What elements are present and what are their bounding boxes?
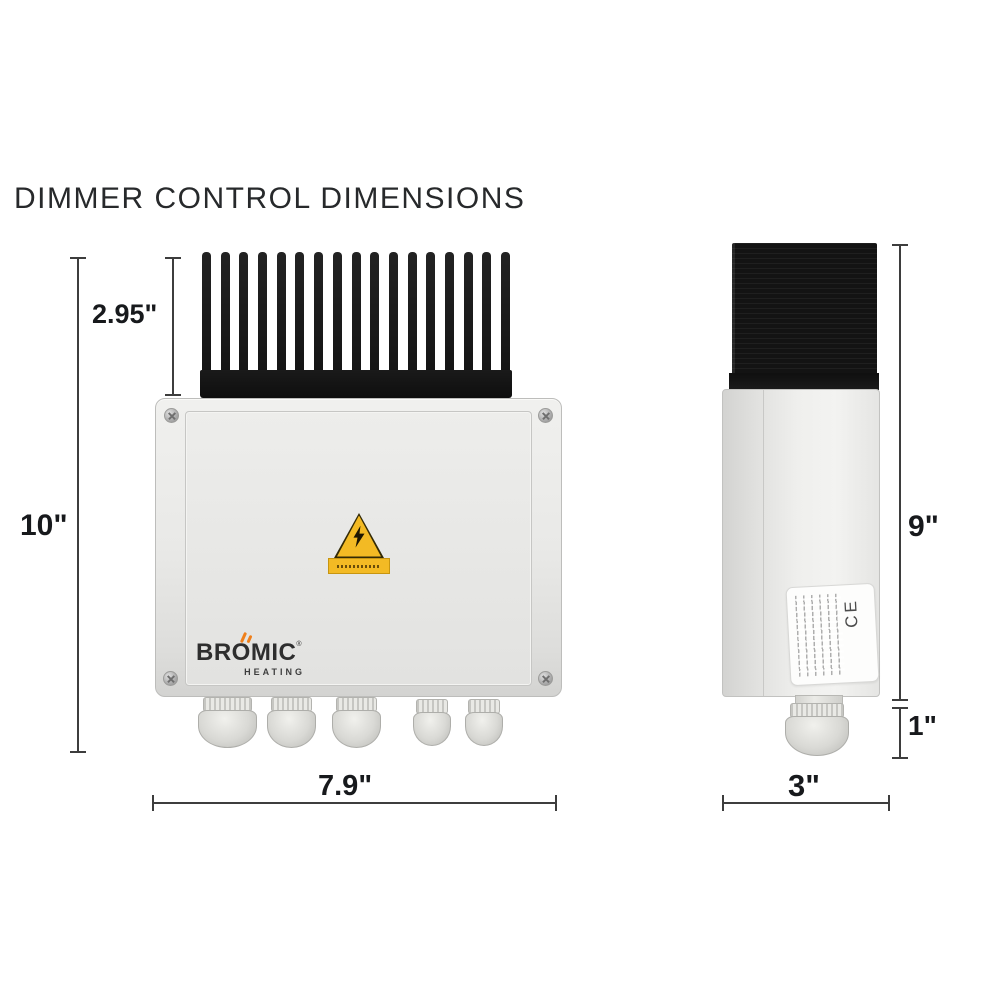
dimension-line-body-height [892,244,908,701]
screw-icon [538,671,553,686]
dimension-label-body-height: 9" [908,510,939,543]
cable-gland [267,697,316,748]
dimension-line-front-width [152,795,557,811]
bromic-logo: BROMIC® HEATING [196,631,311,677]
page-title: DIMMER CONTROL DIMENSIONS [14,182,526,215]
lightning-bolt-icon [353,525,365,548]
screw-icon [163,671,178,686]
heatsink-side-base [729,373,879,390]
dimension-label-gland-height: 1" [908,710,937,741]
warning-triangle-icon [334,513,384,558]
heatsink-fins [202,252,510,374]
cable-gland [785,703,849,756]
heatsink-side [732,243,877,373]
screw-icon [538,408,553,423]
dimension-line-total-height [70,257,86,753]
screw-icon [164,408,179,423]
dimension-label-front-width: 7.9" [318,770,373,802]
cable-gland [413,699,451,746]
dimension-label-heatsink-height: 2.95" [92,299,158,329]
warning-label [328,513,390,575]
cable-gland [198,697,257,748]
brand-tagline: HEATING [244,667,305,677]
heatsink-base [200,370,512,398]
brand-name: BROMIC [196,639,297,666]
cable-gland [332,697,381,748]
dimension-label-depth: 3" [788,768,820,803]
dimension-line-heatsink-height [165,257,181,396]
dimension-line-depth [722,795,890,811]
dimension-label-total-height: 10" [20,509,68,542]
spec-sticker: CE [785,582,880,687]
registered-mark: ® [296,641,302,648]
warning-text-strip [328,558,390,574]
ce-mark: CE [841,597,862,629]
cable-gland [465,699,503,746]
sticker-text-lines [794,593,846,677]
dimmer-enclosure-front: BROMIC® HEATING [155,398,562,697]
flame-icon [239,631,253,644]
dimension-line-gland-height [892,707,908,759]
